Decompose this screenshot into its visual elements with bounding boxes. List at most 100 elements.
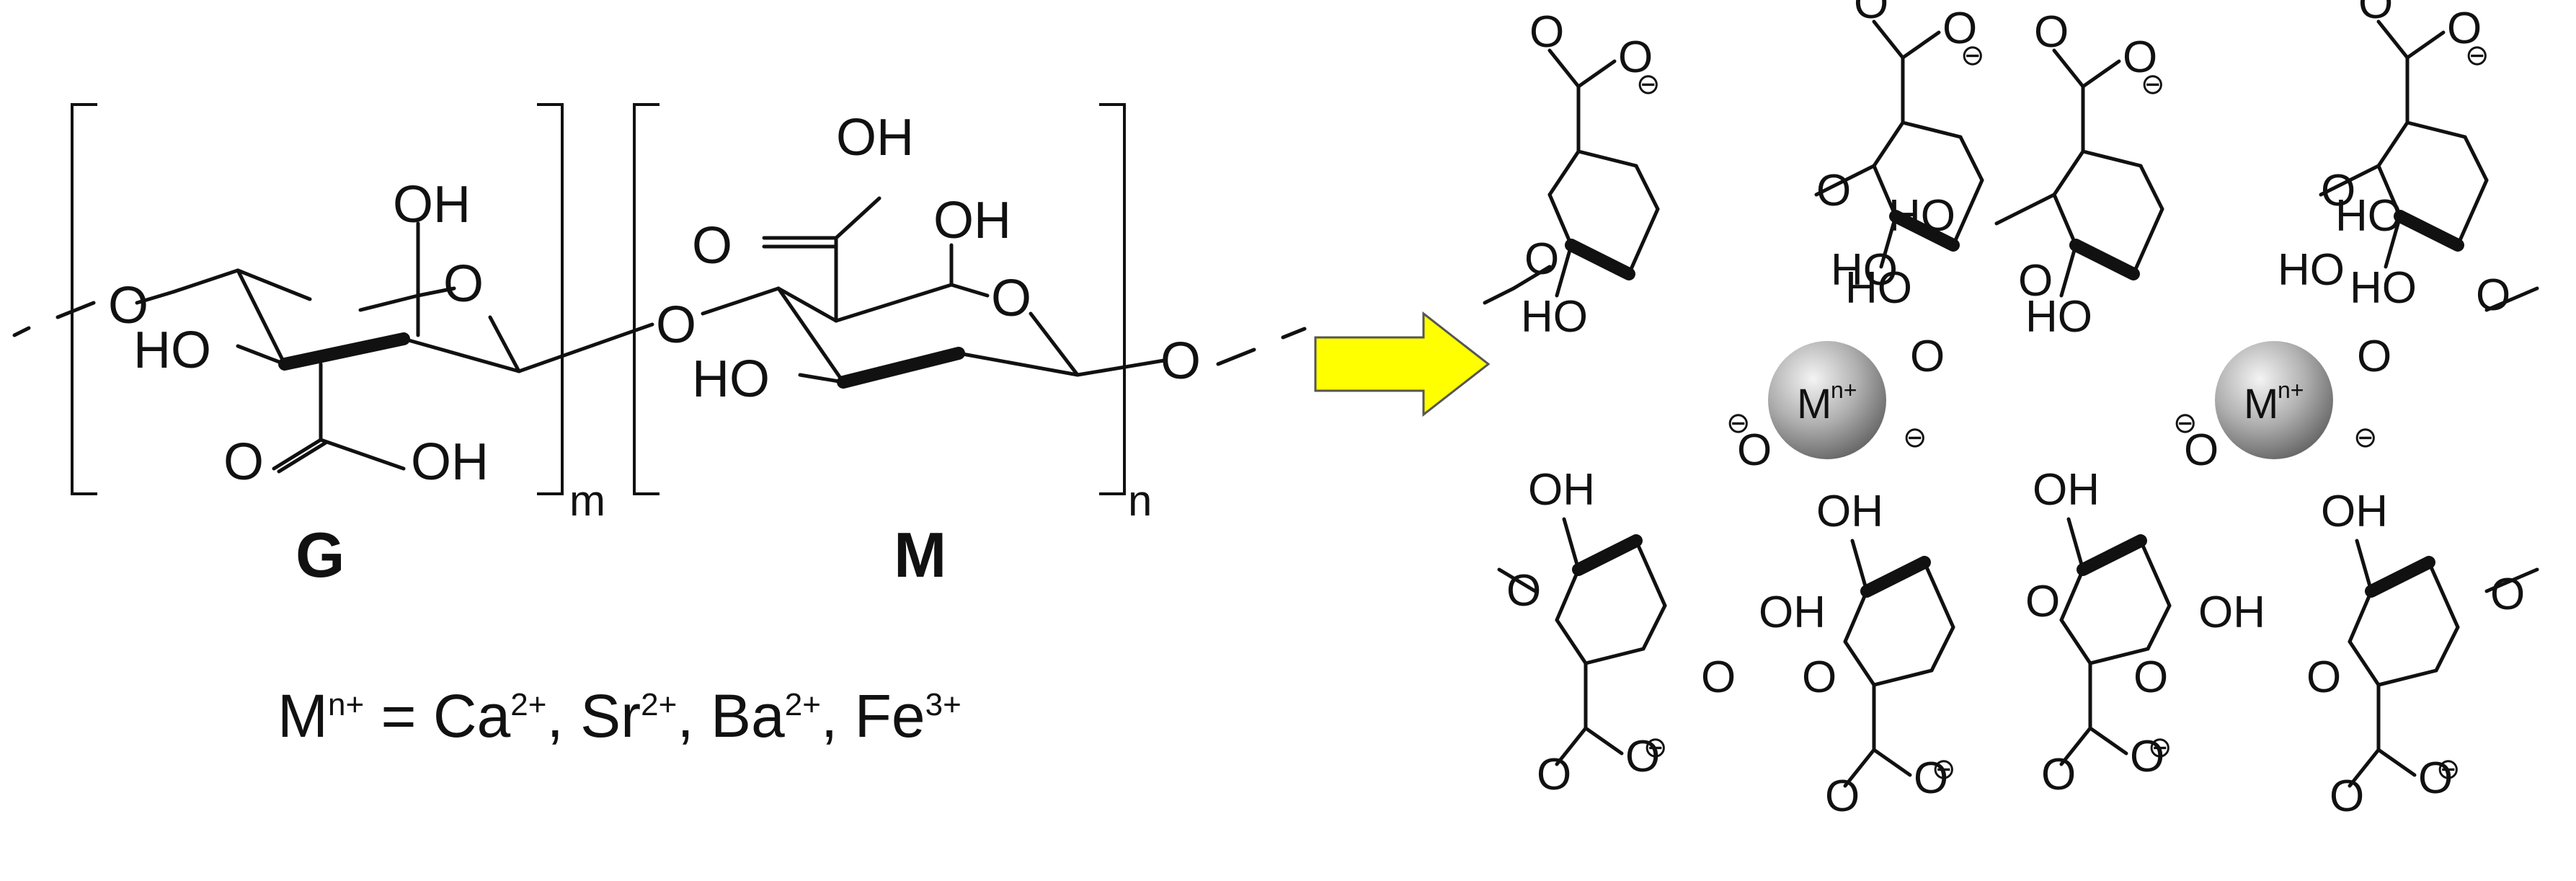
- bond: [1555, 726, 1588, 766]
- bond: [2138, 539, 2172, 608]
- bond: [2081, 59, 2121, 89]
- g-carbonyl-oxygen: O: [223, 433, 264, 491]
- formula-metal-charge: n+: [328, 687, 364, 722]
- hydroxyl: HO: [2025, 292, 2092, 342]
- bond: [2138, 164, 2164, 211]
- glycosidic-oxygen: O: [2321, 166, 2355, 216]
- hydroxyl: OH: [1816, 487, 1883, 536]
- carboxylate-oxygen: O: [1737, 425, 1772, 475]
- hydroxyl: HO: [2350, 263, 2417, 313]
- bond: [1843, 639, 1876, 687]
- metal-ion-right: M n+: [2215, 341, 2333, 459]
- metal-ion-left-symbol: M: [1797, 381, 1831, 428]
- hydroxyl: OH: [1528, 465, 1595, 515]
- terminal-oxygen: O: [1524, 234, 1559, 284]
- bond: [1576, 59, 1617, 89]
- glycosidic-oxygen: O: [1802, 652, 1836, 702]
- bond: [1634, 539, 1667, 608]
- carbonyl-oxygen: O: [1825, 771, 1860, 821]
- metal-ion-right-symbol: M: [2244, 381, 2278, 428]
- bond: [2081, 149, 2143, 168]
- ring-oxygen: O: [2133, 652, 2168, 702]
- m-carbonyl-oxygen: O: [692, 217, 732, 275]
- terminal-oxygen: O: [2490, 570, 2525, 619]
- m-unit-ring: [701, 196, 1166, 389]
- bond: [2484, 567, 2539, 593]
- m-unit-label: M: [894, 519, 946, 590]
- m-hydroxyl-side: HO: [692, 350, 770, 408]
- carboxylate-oxygen: O: [1625, 732, 1660, 782]
- carbonyl-oxygen: O: [2041, 750, 2076, 800]
- carbonyl-oxygen: O: [2034, 7, 2069, 57]
- formula-separator: ,: [821, 682, 855, 750]
- formula-ion-charge: 2+: [510, 687, 546, 722]
- bracket-g-open: [71, 103, 97, 495]
- g-ring-oxygen: O: [443, 255, 484, 313]
- bond: [1627, 207, 1660, 276]
- carbonyl-oxygen: O: [1537, 750, 1571, 800]
- bond: [1872, 164, 1898, 218]
- bond: [1572, 534, 1643, 576]
- formula-ion-charge: 2+: [785, 687, 821, 722]
- formula-ion-ca: Ca: [433, 682, 511, 750]
- bond: [1872, 668, 1934, 687]
- hydroxyl: OH: [2033, 465, 2100, 515]
- bond: [1951, 178, 1984, 247]
- bond: [1547, 48, 1581, 89]
- carboxylate-oxygen: O: [2123, 32, 2157, 82]
- bond: [2348, 748, 2381, 788]
- polymer-structure: O OH O HO O OH G m O OH OH: [12, 103, 1307, 590]
- g-link-oxygen: O: [108, 277, 148, 335]
- hydroxyl: HO: [2335, 191, 2402, 241]
- bond: [2376, 19, 2410, 60]
- bond: [2427, 560, 2460, 629]
- bond: [2384, 214, 2402, 269]
- hydroxyl: OH: [1759, 588, 1826, 637]
- carboxylate-oxygen: O: [2184, 425, 2219, 475]
- bond: [2069, 239, 2140, 280]
- chain-end-left: [12, 326, 31, 337]
- bond: [1641, 603, 1667, 651]
- carboxylate-oxygen: O: [1618, 32, 1653, 82]
- bond: [2059, 618, 2092, 665]
- g-repeat-index: m: [569, 477, 605, 525]
- g-hydroxyl-side: HO: [133, 322, 211, 379]
- formula-separator: ,: [546, 682, 580, 750]
- bond: [2365, 556, 2435, 598]
- bond: [2088, 726, 2128, 756]
- bond: [2146, 603, 2172, 651]
- carbonyl-oxygen: O: [1529, 7, 1564, 57]
- bond: [2405, 120, 2467, 139]
- bond: [1922, 560, 1955, 629]
- hydroxyl: OH: [2198, 588, 2265, 637]
- hydroxyl: HO: [1888, 191, 1955, 241]
- bond: [2052, 149, 2085, 197]
- negative-charge-icon: ⊖: [1903, 422, 1927, 453]
- hydroxyl: HO: [2278, 245, 2345, 295]
- carboxylate-oxygen: O: [1914, 753, 1948, 803]
- metal-ion-sphere: [2215, 341, 2333, 459]
- bond: [2456, 178, 2489, 247]
- bond: [1879, 214, 1898, 269]
- carboxylate-oxygen: O: [1942, 4, 1977, 53]
- bond: [1994, 192, 2056, 226]
- bond: [2376, 668, 2438, 687]
- negative-charge-icon: ⊖: [1643, 732, 1668, 763]
- negative-charge-icon: ⊖: [2173, 407, 2198, 439]
- bond: [1872, 19, 1905, 60]
- bond: [1584, 726, 1624, 756]
- negative-charge-icon: ⊖: [1932, 753, 1956, 785]
- bond: [1860, 556, 1931, 598]
- bond: [1565, 239, 1635, 280]
- bond: [1584, 647, 1645, 665]
- m-link-oxygen-right: O: [1160, 332, 1201, 390]
- glycosidic-oxygen: O: [2306, 652, 2341, 702]
- bond: [2088, 647, 2150, 665]
- metal-ion-formula: Mn+ = Ca2+, Sr2+, Ba2+, Fe3+: [277, 682, 961, 750]
- negative-charge-icon: ⊖: [2465, 40, 2490, 71]
- bond: [2394, 210, 2464, 252]
- bracket-m-open: [633, 103, 659, 495]
- negative-charge-icon: ⊖: [2436, 753, 2461, 785]
- bond: [1850, 539, 1869, 593]
